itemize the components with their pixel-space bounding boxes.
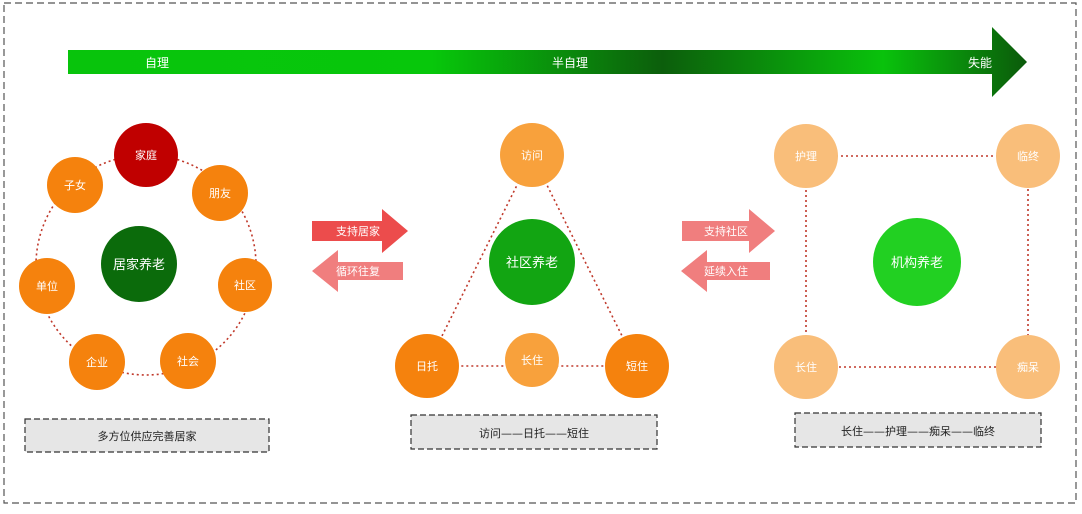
home-care-center-label: 居家养老 [113, 257, 165, 273]
node-workplace [19, 258, 75, 314]
node-friends [192, 165, 248, 221]
institution-caption: 长住——护理——痴呆——临终 [841, 424, 995, 438]
home-care-caption: 多方位供应完善居家 [98, 429, 197, 443]
node-community [218, 258, 272, 312]
node-visit-label: 访问 [521, 149, 543, 162]
support-community-arrow [682, 209, 775, 253]
node-long-stay-community-label: 长住 [521, 353, 543, 367]
node-dementia [996, 335, 1060, 399]
support-community-label: 支持社区 [704, 224, 748, 238]
node-long-stay-institution [774, 335, 838, 399]
continue-stay-arrow [681, 250, 770, 292]
left-transfer-arrows: 支持居家 循环往复 [312, 209, 408, 292]
community-care-cluster: 社区养老 访问 日托 长住 短住 访问——日托——短住 [395, 123, 669, 450]
right-transfer-arrows: 支持社区 延续入住 [681, 209, 775, 292]
node-society-label: 社会 [177, 354, 199, 368]
node-nursing-label: 护理 [795, 149, 817, 163]
community-caption: 访问——日托——短住 [479, 426, 589, 440]
home-care-center [101, 226, 177, 302]
node-short-stay [605, 334, 669, 398]
node-day-care [395, 334, 459, 398]
arrow-label-disabled: 失能 [968, 55, 992, 70]
institution-care-center [873, 218, 961, 306]
care-level-arrow-shape [68, 27, 1027, 97]
node-workplace-label: 单位 [36, 279, 58, 293]
node-day-care-label: 日托 [416, 359, 438, 373]
arrow-label-semi-self-care: 半自理 [552, 56, 588, 70]
institution-care-cluster: 机构养老 护理 临终 长住 痴呆 长住——护理——痴呆——临终 [774, 124, 1060, 448]
node-end-of-life-label: 临终 [1017, 149, 1039, 163]
node-long-stay-institution-label: 长住 [795, 360, 817, 374]
node-children-label: 子女 [64, 178, 86, 192]
node-long-stay-community [505, 333, 559, 387]
community-care-center [489, 219, 575, 305]
home-care-caption-box [24, 418, 270, 453]
continue-stay-label: 延续入住 [704, 264, 748, 278]
node-family [114, 123, 178, 187]
node-enterprise [69, 334, 125, 390]
outer-frame [3, 2, 1077, 504]
cycle-back-arrow [312, 250, 403, 292]
support-home-label: 支持居家 [336, 224, 380, 238]
node-children [47, 157, 103, 213]
node-nursing [774, 124, 838, 188]
node-society [160, 333, 216, 389]
institution-square [805, 155, 1029, 368]
node-family-label: 家庭 [135, 148, 157, 162]
cycle-back-label: 循环往复 [336, 264, 380, 278]
node-dementia-label: 痴呆 [1017, 360, 1039, 374]
node-short-stay-label: 短住 [626, 359, 648, 373]
community-care-center-label: 社区养老 [506, 255, 558, 271]
node-visit [500, 123, 564, 187]
institution-caption-box [794, 412, 1042, 448]
node-friends-label: 朋友 [209, 186, 231, 200]
support-home-arrow [312, 209, 408, 253]
node-enterprise-label: 企业 [86, 355, 108, 369]
node-end-of-life [996, 124, 1060, 188]
institution-care-center-label: 机构养老 [891, 255, 943, 271]
home-care-cluster: 居家养老 家庭 朋友 社区 社会 企业 单位 子女 多方位供应完善居家 [19, 123, 272, 453]
care-level-arrow: 自理 半自理 失能 [68, 27, 1027, 97]
arrow-label-self-care: 自理 [145, 56, 169, 70]
node-community-label: 社区 [234, 278, 256, 292]
community-caption-box [410, 414, 658, 450]
